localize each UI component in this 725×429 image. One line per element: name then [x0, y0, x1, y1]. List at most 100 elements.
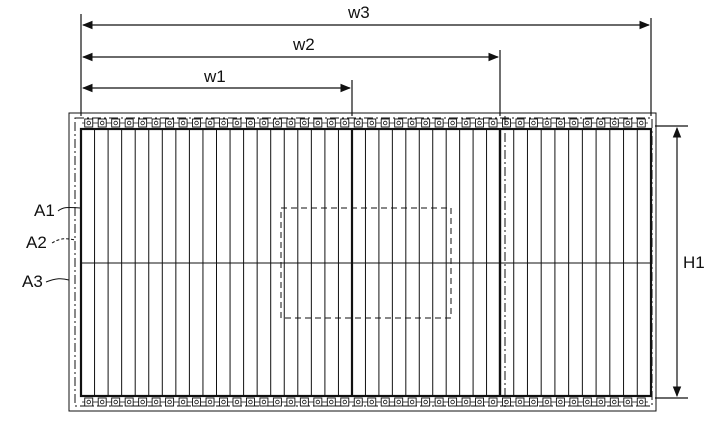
pad — [353, 397, 363, 407]
pad-contact — [450, 120, 455, 126]
a3-leader — [45, 278, 70, 283]
pad-contact — [409, 399, 415, 405]
pad-contact — [612, 399, 617, 405]
pad-contact — [477, 120, 482, 126]
pad-contact — [86, 399, 91, 405]
pad-contact — [315, 120, 321, 126]
pad — [326, 397, 336, 407]
pad — [421, 397, 431, 407]
pad-contact — [153, 120, 159, 126]
pad — [569, 118, 579, 128]
pad-contact — [167, 120, 172, 126]
pad — [205, 118, 215, 128]
pad-contact — [342, 120, 347, 126]
pad-contact — [369, 399, 374, 405]
pad-contact — [585, 399, 590, 405]
pad — [84, 118, 94, 128]
pad — [111, 118, 121, 128]
pad — [205, 397, 215, 407]
pad — [313, 118, 323, 128]
pad-contact — [558, 120, 563, 126]
pad — [515, 397, 525, 407]
pad — [219, 118, 228, 128]
pad — [246, 397, 255, 407]
pad — [272, 118, 282, 128]
pad-contact — [153, 399, 159, 405]
pad — [219, 397, 228, 407]
pad-contact — [423, 120, 428, 126]
pad-contact — [288, 399, 294, 405]
pad — [515, 118, 525, 128]
pad — [138, 397, 148, 407]
pad-contact — [126, 120, 132, 126]
a3-boundary — [68, 112, 657, 412]
pad-contact — [612, 120, 617, 126]
pad-contact — [544, 120, 550, 126]
pad-contact — [369, 120, 374, 126]
a2-leader — [51, 238, 76, 244]
pad — [353, 118, 363, 128]
pad — [367, 118, 377, 128]
pad-contact — [180, 120, 186, 126]
active-area — [79, 116, 653, 407]
pad — [609, 118, 619, 128]
pad-contact — [490, 120, 496, 126]
pad — [97, 118, 107, 128]
pad-row-bottom — [82, 397, 648, 407]
pad — [313, 397, 323, 407]
pad-contact — [531, 399, 536, 405]
pad — [461, 118, 471, 128]
pad-contact — [342, 399, 347, 405]
pad-contact — [207, 399, 213, 405]
pad-contact — [477, 399, 482, 405]
pad-contact — [167, 399, 172, 405]
pad — [569, 397, 579, 407]
pad — [542, 118, 552, 128]
pad-contact — [436, 399, 442, 405]
pad-contact — [261, 399, 267, 405]
pad — [192, 397, 201, 407]
pad — [488, 397, 498, 407]
pad — [272, 397, 282, 407]
pad-contact — [490, 399, 496, 405]
pad-contact — [639, 120, 644, 126]
pad-contact — [275, 120, 280, 126]
pad-contact — [113, 399, 118, 405]
pad-contact — [234, 120, 240, 126]
pad-contact — [329, 120, 334, 126]
pad — [151, 397, 161, 407]
pad-contact — [248, 399, 253, 405]
pad — [394, 397, 404, 407]
a1-leader — [57, 206, 81, 212]
region-leaders — [45, 206, 81, 283]
w3-label: w3 — [347, 3, 370, 22]
pad — [380, 397, 390, 407]
pad-contact — [221, 120, 226, 126]
pad — [124, 397, 134, 407]
pad-contact — [639, 399, 644, 405]
pad-contact — [463, 120, 469, 126]
pad — [407, 118, 417, 128]
pad-contact — [517, 120, 523, 126]
pad-contact — [531, 120, 536, 126]
pad-contact — [140, 399, 145, 405]
pad — [434, 397, 444, 407]
pad — [461, 397, 471, 407]
w1-label: w1 — [203, 67, 226, 86]
pad — [367, 397, 377, 407]
pad-contact — [248, 120, 253, 126]
pad-contact — [423, 399, 428, 405]
pad-contact — [207, 120, 213, 126]
pad — [609, 397, 619, 407]
pad-contact — [86, 120, 91, 126]
a2-boundary — [74, 117, 653, 407]
pad-contact — [625, 120, 630, 126]
pad — [259, 118, 269, 128]
pad — [299, 397, 309, 407]
pad — [582, 118, 592, 128]
pad — [434, 118, 444, 128]
pad — [232, 118, 242, 128]
pad-contact — [261, 120, 267, 126]
pad — [259, 397, 269, 407]
pad-contact — [234, 399, 240, 405]
